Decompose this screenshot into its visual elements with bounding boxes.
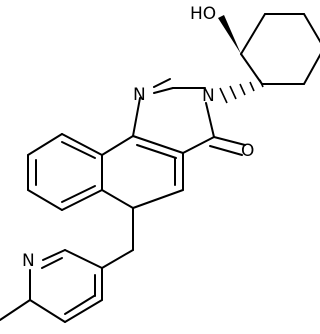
pyrimidinone-ring [132, 78, 246, 156]
methylene-linker [101, 207, 134, 269]
methyl-bond [0, 299, 31, 321]
benzene-ring-left [27, 133, 103, 211]
stereo-hash-n [219, 79, 264, 104]
stereo-wedge-oh [218, 15, 241, 54]
carbonyl-o-label: O [241, 141, 254, 161]
hydroxyl-label: HO [190, 4, 216, 24]
cyclohexane-ring [240, 13, 320, 85]
central-aromatic-ring [101, 135, 184, 209]
pyridine-n-label: N [22, 251, 35, 271]
pyrimidine-n3-label: N [202, 86, 215, 106]
pyridine-ring [29, 249, 103, 323]
pyrimidine-n1-label: N [133, 85, 146, 105]
